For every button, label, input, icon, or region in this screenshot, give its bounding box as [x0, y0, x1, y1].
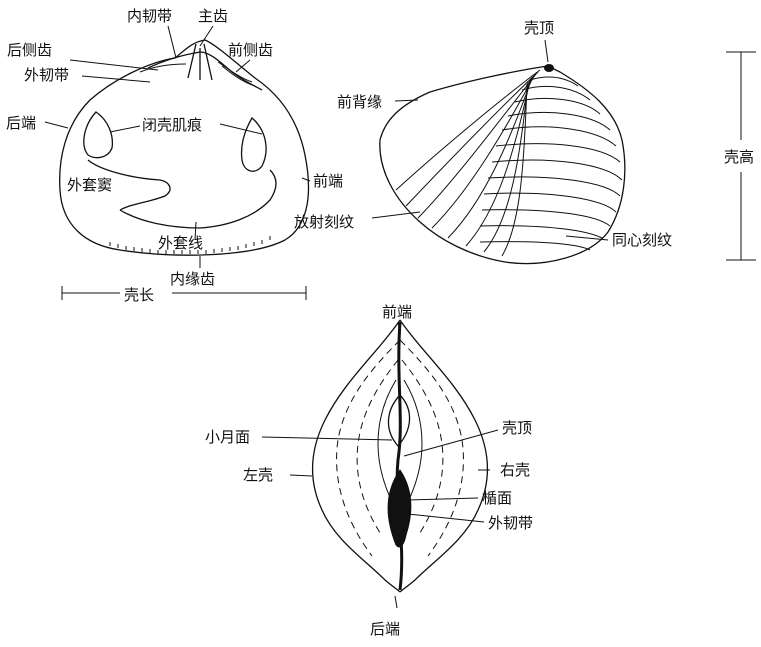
posterior-end-label-c: 后端 [370, 620, 400, 638]
posterior-adductor-scar [83, 111, 114, 159]
interior-view-diagram: 内韧带 主齿 后侧齿 前侧齿 外韧带 后端 闭壳肌痕 外套窦 前端 外套线 内缘… [6, 7, 343, 304]
escutcheon-label: 楯面 [482, 489, 512, 507]
outer-ligament-label: 外韧带 [24, 66, 69, 84]
umbo-mark [544, 64, 554, 72]
left-valve-label: 左壳 [243, 466, 273, 484]
posterior-lateral-tooth-label: 后侧齿 [7, 41, 52, 59]
escutcheon [387, 469, 412, 548]
anterior-end-label-a: 前端 [313, 172, 343, 190]
shell-height-dimension [726, 51, 756, 261]
shell-length-label: 壳长 [124, 286, 154, 304]
main-tooth [187, 43, 213, 81]
exterior-view-diagram: 壳顶 前背缘 壳高 放射刻纹 同心刻纹 [294, 19, 756, 265]
pallial-line [119, 169, 277, 229]
commissure-line [395, 321, 404, 591]
anterior-end-label-c: 前端 [382, 303, 412, 321]
inner-margin-teeth [109, 236, 271, 254]
exterior-shell-outline [379, 65, 626, 265]
posterior-end-label: 后端 [6, 114, 36, 132]
dorsal-view-diagram: 前端 小月面 壳顶 左壳 右壳 楯面 外韧带 后端 [205, 303, 533, 638]
outer-ligament-label-c: 外韧带 [488, 514, 533, 532]
inner-margin-teeth-label: 内缘齿 [170, 270, 215, 288]
pallial-sinus [87, 159, 171, 211]
adductor-scar-label: 闭壳肌痕 [142, 116, 202, 134]
umbo-label-c: 壳顶 [502, 419, 532, 437]
left-valve-outline [311, 319, 401, 593]
interior-shell-outline [59, 39, 310, 256]
lunule-label: 小月面 [205, 428, 250, 446]
concentric-ribs-label: 同心刻纹 [612, 231, 672, 249]
anterior-dorsal-margin-label: 前背缘 [337, 93, 382, 111]
umbo-label-b: 壳顶 [524, 19, 554, 37]
anterior-lateral-tooth [217, 61, 256, 87]
lunule [387, 394, 411, 447]
shell-length-dimension [61, 286, 307, 300]
right-valve-label: 右壳 [500, 461, 530, 479]
posterior-lateral-tooth [139, 63, 187, 73]
anterior-adductor-scar [240, 116, 267, 172]
inner-ligament-label: 内韧带 [127, 7, 172, 25]
pallial-line-label: 外套线 [158, 234, 203, 252]
dorsal-growth-lines [336, 339, 464, 557]
concentric-ribs [479, 76, 623, 251]
anterior-lateral-tooth-label: 前侧齿 [228, 41, 273, 59]
hinge-plate [147, 51, 263, 91]
shell-height-label: 壳高 [724, 148, 754, 166]
main-tooth-label: 主齿 [198, 7, 228, 25]
radial-ribs-label: 放射刻纹 [294, 213, 354, 231]
pallial-sinus-label: 外套窦 [67, 176, 112, 194]
right-valve-outline [399, 319, 489, 593]
